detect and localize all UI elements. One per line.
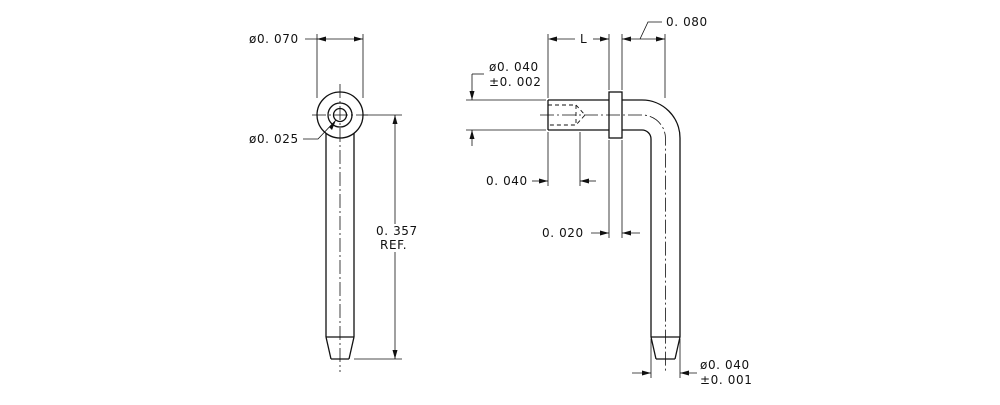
hole-diameter-label: ø0. 025 — [249, 132, 299, 146]
head-diameter-label: ø0. 070 — [249, 32, 299, 46]
bend-outer — [622, 99, 681, 337]
tip-tolerance-label: ±0. 002 — [489, 75, 541, 89]
hidden-bore — [548, 104, 586, 126]
bend-offset-label: 0. 080 — [666, 15, 708, 29]
tip-left — [325, 336, 332, 360]
bend-inner — [622, 129, 652, 337]
side-view: L 0. 080 ø0. 040 ±0. 002 0. 040 — [466, 15, 752, 387]
end-view: ø0. 070 ø0. 025 0. 357 REF. — [249, 32, 418, 372]
pin-tolerance-label: ±0. 001 — [700, 373, 752, 387]
tip-length-label: 0. 040 — [486, 174, 528, 188]
flange-width-label: L — [580, 32, 587, 46]
length-ref-label: REF. — [380, 238, 407, 252]
flange-thickness-label: 0. 020 — [542, 226, 584, 240]
tip-right — [348, 336, 355, 360]
length-value-label: 0. 357 — [376, 224, 418, 238]
pin-diameter-label: ø0. 040 — [700, 358, 750, 372]
side-centerline — [540, 114, 666, 372]
tip-diameter-label: ø0. 040 — [489, 60, 539, 74]
